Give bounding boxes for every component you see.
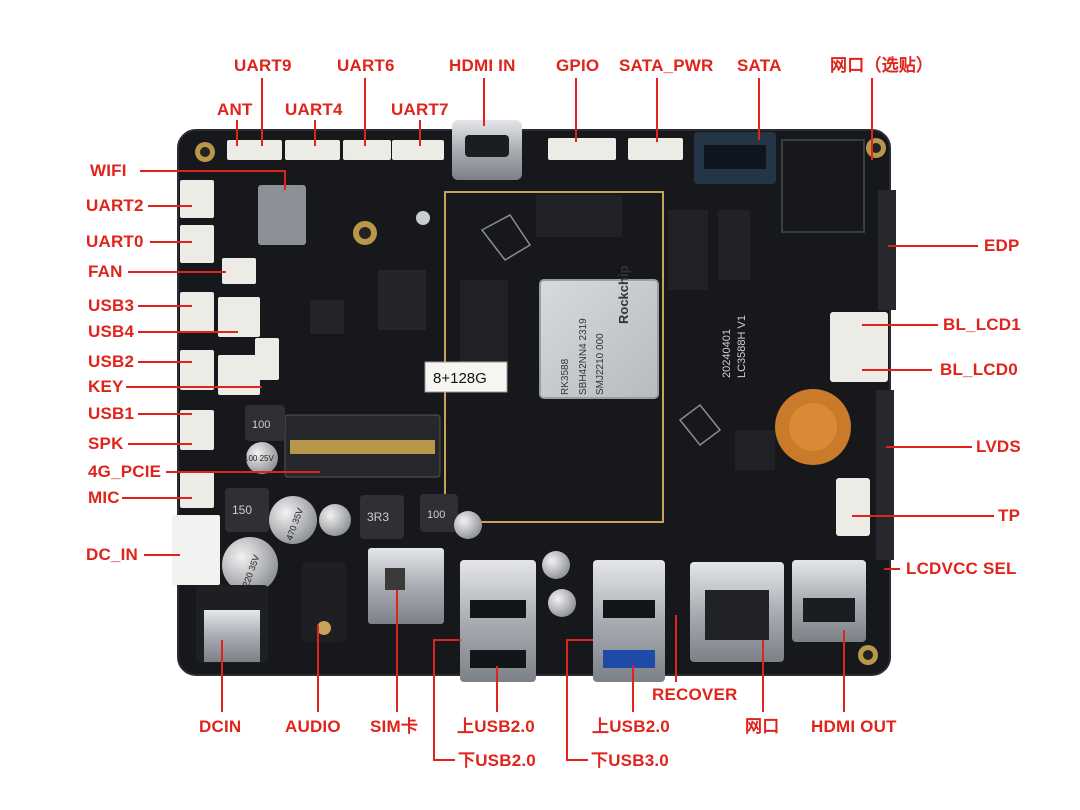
- label-hdmi-out: HDMI OUT: [811, 717, 897, 736]
- label-mic: MIC: [88, 488, 120, 507]
- label-spk: SPK: [88, 434, 124, 453]
- label-usb20-upper-a: 上USB2.0: [457, 717, 535, 736]
- top-connectors: [227, 120, 865, 233]
- label-key: KEY: [88, 377, 124, 396]
- memory-sticker-text: 8+128G: [433, 370, 487, 387]
- label-fan: FAN: [88, 262, 123, 281]
- label-usb3: USB3: [88, 296, 135, 315]
- label-edp: EDP: [984, 236, 1020, 255]
- left-connectors: [172, 180, 279, 585]
- inductor-100a-text: 100: [252, 419, 270, 431]
- inductor-100b-text: 100: [427, 509, 445, 521]
- label-bl-lcd0: BL_LCD0: [940, 360, 1018, 379]
- label-tp: TP: [998, 506, 1021, 525]
- label-sim: SIM卡: [370, 717, 419, 736]
- label-usb20-upper-b: 上USB2.0: [592, 717, 670, 736]
- chip-model: RK3588: [560, 358, 571, 395]
- label-sata-pwr: SATA_PWR: [619, 56, 714, 75]
- inductor-3r3-text: 3R3: [367, 510, 389, 524]
- components: [222, 185, 851, 617]
- label-sata: SATA: [737, 56, 782, 75]
- cap-100-text: 100 25V: [244, 454, 274, 463]
- label-lvds: LVDS: [976, 437, 1021, 456]
- label-usb1: USB1: [88, 404, 135, 423]
- label-usb2: USB2: [88, 352, 135, 371]
- label-uart2: UART2: [86, 196, 144, 215]
- label-uart4: UART4: [285, 100, 343, 119]
- inductor-150-text: 150: [232, 503, 252, 517]
- leader-lines: [122, 78, 994, 761]
- label-hdmi-in: HDMI IN: [449, 56, 516, 75]
- chip-line-2: SMJ2210 000: [595, 333, 606, 395]
- right-connectors: [830, 190, 896, 560]
- label-4g-pcie: 4G_PCIE: [88, 462, 162, 481]
- bottom-connectors: [196, 548, 866, 682]
- label-lan: 网口: [745, 717, 780, 736]
- label-audio: AUDIO: [285, 717, 341, 736]
- label-usb30-lower: 下USB3.0: [591, 751, 669, 770]
- label-bl-lcd1: BL_LCD1: [943, 315, 1021, 334]
- label-lcdvcc-sel: LCDVCC SEL: [906, 559, 1017, 578]
- label-dcin: DCIN: [199, 717, 242, 736]
- label-uart7: UART7: [391, 100, 449, 119]
- label-recover: RECOVER: [652, 685, 738, 704]
- label-usb20-lower: 下USB2.0: [458, 751, 536, 770]
- label-usb4: USB4: [88, 322, 135, 341]
- label-wifi: WIFI: [90, 161, 127, 180]
- inductor-100-a: [245, 405, 285, 441]
- label-ant: ANT: [217, 100, 253, 119]
- label-dc-in: DC_IN: [86, 545, 139, 564]
- label-lan-optional: 网口（选贴）: [830, 56, 934, 75]
- label-uart6: UART6: [337, 56, 395, 75]
- label-uart0: UART0: [86, 232, 144, 251]
- label-uart9: UART9: [234, 56, 292, 75]
- chip-line-1: SBH42NN4 2319: [578, 318, 589, 395]
- board-label: LC3588H V1: [736, 315, 748, 378]
- chip-brand: Rockchip: [616, 265, 631, 324]
- label-gpio: GPIO: [556, 56, 600, 75]
- board-date: 20240401: [721, 329, 733, 378]
- pcb: [177, 129, 891, 676]
